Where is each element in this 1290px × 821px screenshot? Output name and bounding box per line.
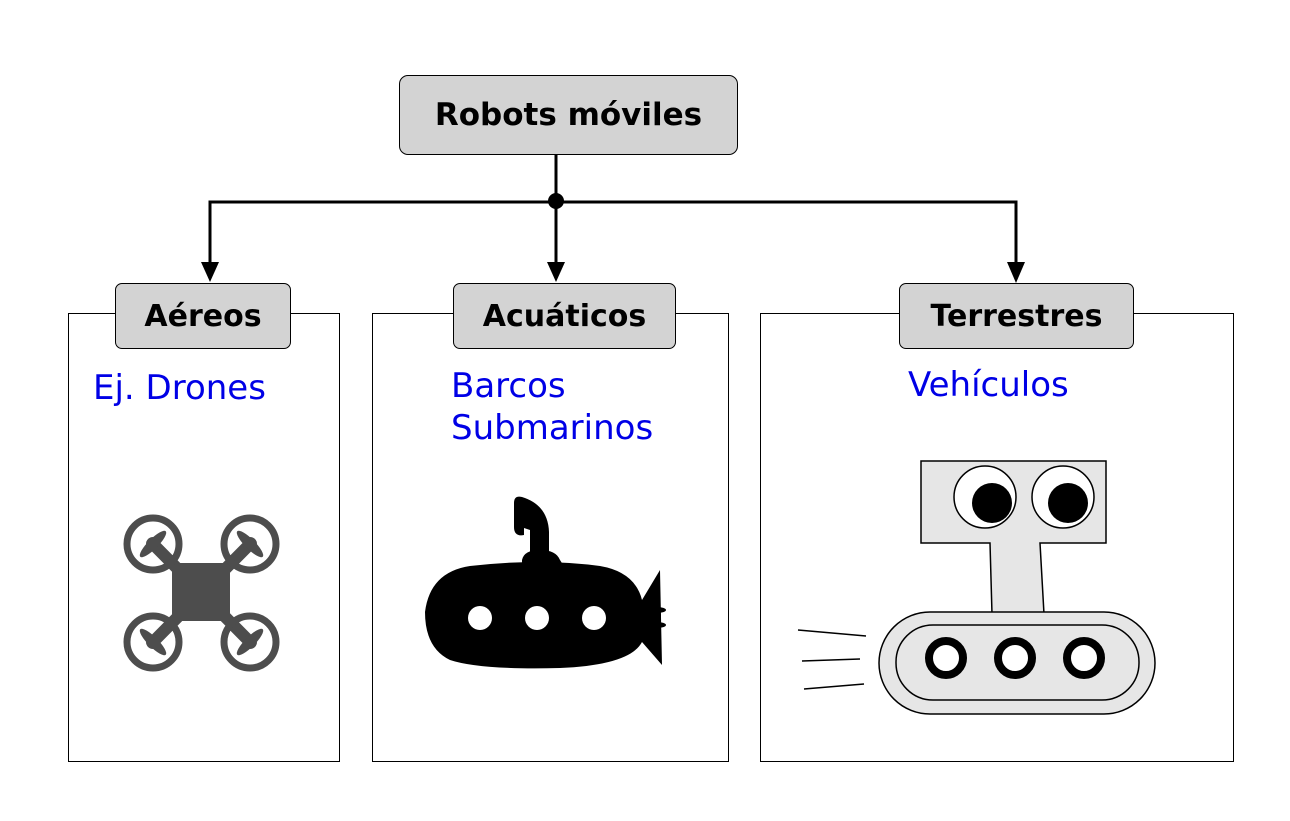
category-tag-aereos: Aéreos	[115, 283, 291, 349]
category-label-aereos: Aéreos	[144, 298, 262, 334]
panel-aereos	[68, 313, 340, 762]
examples-aereos: Ej. Drones	[93, 367, 266, 409]
arrowhead-terrestres	[1007, 262, 1025, 283]
examples-acuaticos: Barcos Submarinos	[451, 365, 653, 449]
root-node: Robots móviles	[399, 75, 738, 155]
root-label: Robots móviles	[434, 97, 703, 133]
arrowhead-acuaticos	[547, 262, 565, 282]
examples-terrestres: Vehículos	[908, 364, 1069, 406]
motion-lines	[797, 629, 867, 690]
panel-acuaticos	[372, 313, 729, 762]
category-label-acuaticos: Acuáticos	[482, 298, 647, 334]
example-text: Submarinos	[451, 408, 654, 448]
example-text: Vehículos	[908, 365, 1069, 405]
category-tag-terrestres: Terrestres	[899, 283, 1134, 349]
junction-dot	[548, 193, 564, 209]
example-text: Barcos	[451, 366, 566, 406]
category-label-terrestres: Terrestres	[930, 298, 1103, 334]
category-tag-acuaticos: Acuáticos	[453, 283, 676, 349]
arrowhead-aereos	[201, 262, 219, 282]
example-text: Ej. Drones	[93, 368, 266, 408]
